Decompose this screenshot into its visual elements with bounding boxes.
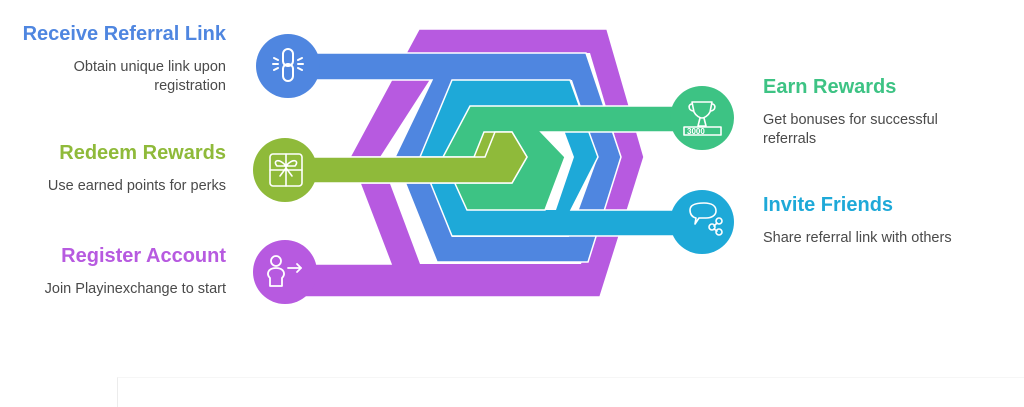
icon-circle-redeem-rewards (253, 138, 317, 202)
step-receive-referral-link: Receive Referral Link Obtain unique link… (23, 22, 226, 96)
step-register-account: Register Account Join Playinexchange to … (45, 244, 226, 299)
step-earn-rewards: Earn Rewards Get bonuses for successful … (763, 75, 938, 149)
step-description: Obtain unique link upon registration (73, 59, 226, 94)
icon-circle-invite-friends (670, 190, 734, 254)
chat-share-icon (689, 202, 723, 236)
step-redeem-rewards: Redeem Rewards Use earned points for per… (48, 141, 226, 196)
broken-chain-link-icon (272, 48, 304, 82)
step-description: Get bonuses for successful referrals (763, 112, 938, 147)
step-description: Join Playinexchange to start (44, 281, 226, 297)
step-description: Use earned points for perks (47, 178, 226, 194)
person-arrow-icon (267, 255, 302, 287)
trophy-icon: 3000 (683, 101, 722, 136)
step-title: Invite Friends (763, 194, 894, 216)
step-title: Receive Referral Link (22, 23, 226, 45)
icon-circle-earn-rewards: 3000 (670, 86, 734, 150)
icon-circle-receive-referral-link (256, 34, 320, 98)
trophy-caption: 3000 (687, 127, 705, 136)
step-invite-friends: Invite Friends Share referral link with … (763, 193, 952, 248)
step-title: Earn Rewards (763, 76, 897, 98)
step-title: Redeem Rewards (59, 142, 226, 164)
gift-box-icon (269, 153, 303, 187)
icon-circle-register-account (253, 240, 317, 304)
step-description: Share referral link with others (763, 230, 952, 246)
step-title: Register Account (61, 245, 226, 267)
bottom-panel-edge (117, 377, 1024, 407)
band-redeem-rewards-bar (289, 131, 528, 184)
